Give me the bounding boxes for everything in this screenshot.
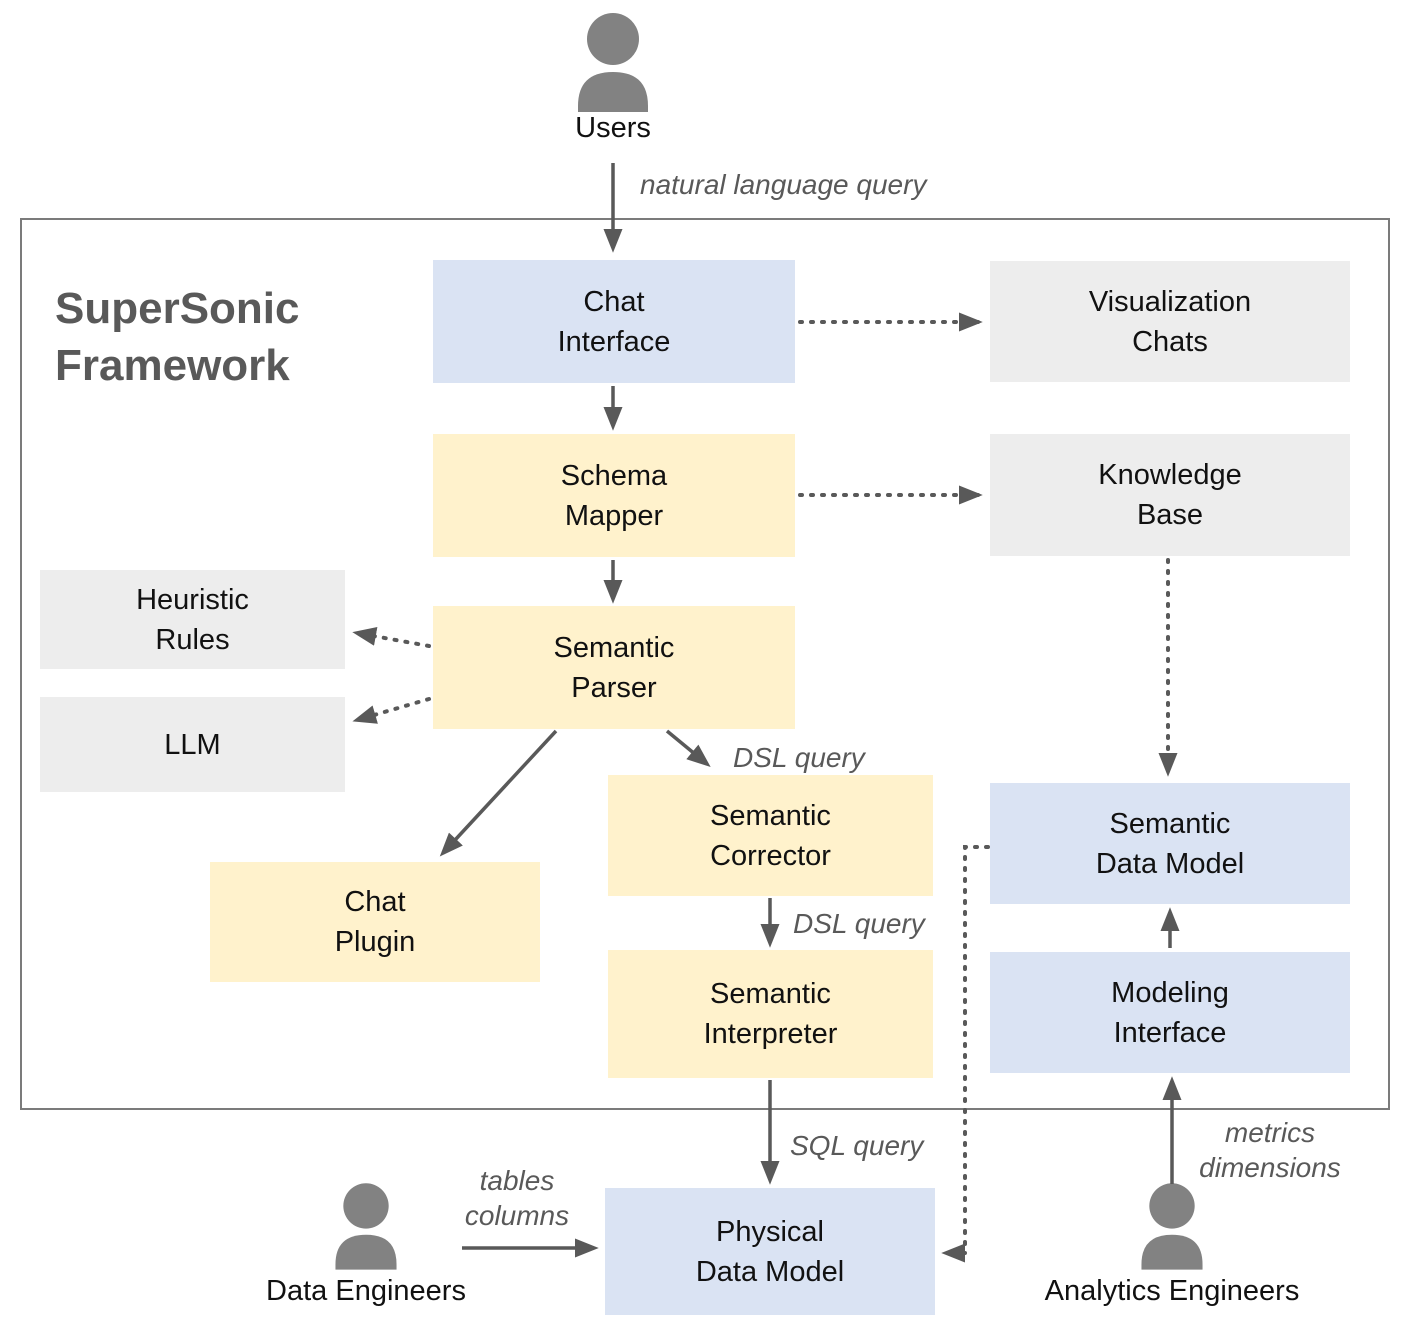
node-semantic-corrector: Semantic Corrector (608, 775, 933, 896)
node-chat-interface: Chat Interface (433, 260, 795, 383)
edge-label-metrics-dimensions: metrics dimensions (1199, 1117, 1341, 1183)
node-semantic-parser: Semantic Parser (433, 606, 795, 729)
analytics-engineers-icon (1141, 1183, 1203, 1270)
edge-label-dsl-query-1: DSL query (733, 742, 865, 773)
node-semantic-data-model: Semantic Data Model (990, 783, 1350, 904)
node-physical-data-model: Physical Data Model (605, 1188, 935, 1315)
users-icon (578, 13, 648, 112)
edge-label-sql-query: SQL query (790, 1130, 924, 1161)
edge-label-tables-columns: tables columns (464, 1165, 570, 1231)
node-knowledge-base: Knowledge Base (990, 434, 1350, 556)
node-llm: LLM (40, 697, 345, 792)
edge-label-natural-language-query: natural language query (640, 169, 927, 200)
framework-boundary (20, 218, 1390, 1110)
users-label: Users (575, 112, 651, 144)
diagram-title: SuperSonic Framework (55, 284, 300, 390)
data-engineers-label: Data Engineers (266, 1275, 466, 1307)
edge-label-dsl-query-2: DSL query (793, 908, 925, 939)
node-visualization-chats: Visualization Chats (990, 261, 1350, 382)
node-semantic-interpreter: Semantic Interpreter (608, 950, 933, 1078)
node-schema-mapper: Schema Mapper (433, 434, 795, 557)
node-chat-plugin: Chat Plugin (210, 862, 540, 982)
node-heuristic-rules: Heuristic Rules (40, 570, 345, 669)
node-modeling-interface: Modeling Interface (990, 952, 1350, 1073)
analytics-engineers-label: Analytics Engineers (1044, 1275, 1300, 1307)
data-engineers-icon (335, 1183, 397, 1270)
